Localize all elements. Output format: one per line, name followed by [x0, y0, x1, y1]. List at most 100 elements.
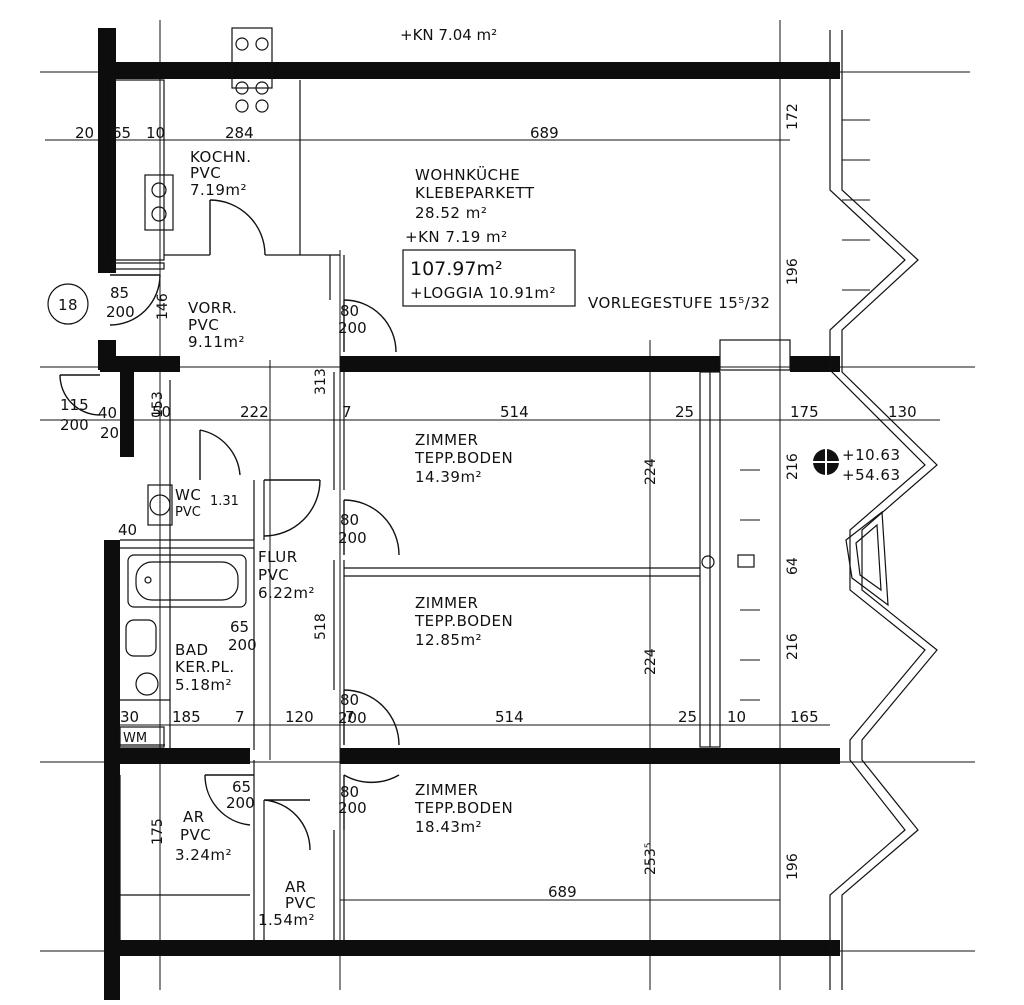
dim-vertical: 313: [313, 368, 329, 395]
bathtub: [127, 554, 247, 608]
dim-vertical: 216: [785, 633, 801, 660]
dim-label: 130: [888, 403, 917, 421]
dim-label: 514: [500, 403, 529, 421]
stove-icon: [231, 27, 273, 89]
level-2: +54.63: [842, 466, 901, 484]
dim-label: 120: [285, 708, 314, 726]
wall-low-2: [340, 748, 840, 764]
wc-name: WC: [175, 486, 201, 504]
zimmer3-floor: TEPP.BODEN: [414, 799, 513, 817]
dim-label: 200: [60, 416, 89, 434]
summary-box: [402, 249, 576, 307]
top-label: +KN 7.04 m²: [400, 26, 497, 44]
zimmer2-floor: TEPP.BODEN: [414, 612, 513, 630]
bad-floor: KER.PL.: [175, 658, 235, 676]
wall-left-lower: [104, 540, 120, 1000]
zimmer2-area: 12.85m²: [415, 631, 482, 649]
unit-number: 18: [58, 296, 78, 314]
dim-label: 20: [100, 424, 119, 442]
ar1-area: 3.24m²: [175, 846, 232, 864]
wall-top: [100, 62, 840, 79]
wohnkueche-area: 28.52 m²: [415, 204, 487, 222]
dim-label: 65: [230, 618, 249, 636]
dim-label: 689: [548, 883, 577, 901]
ar1-floor: PVC: [180, 826, 211, 844]
wm-label: WM: [123, 731, 147, 746]
dim-label: 80: [340, 511, 359, 529]
zimmer2-name: ZIMMER: [415, 594, 478, 612]
vorlegestufe-note: VORLEGESTUFE 15⁵/32: [588, 294, 770, 312]
dim-label: 7: [235, 708, 245, 726]
wall-mid-2: [340, 356, 720, 372]
door-ar1: [204, 774, 254, 826]
dim-label: 115: [60, 396, 89, 414]
dimension-labels: 20 65 10 284 689 50 222 7 514 25 175 130…: [60, 124, 917, 901]
dim-label: 200: [338, 709, 367, 727]
wohnkueche-name: WOHNKÜCHE: [415, 165, 520, 184]
dim-label: 200: [228, 636, 257, 654]
dim-vertical: 518: [313, 613, 329, 640]
dim-label: 65: [112, 124, 131, 142]
door-entry: [109, 274, 161, 326]
fixtures: [47, 27, 839, 748]
wohnkueche-extra: +KN 7.19 m²: [405, 228, 508, 246]
wall-mid-1: [100, 356, 180, 372]
unit-number-circle: [47, 283, 89, 325]
dim-label: 80: [340, 302, 359, 320]
ar1-name: AR: [183, 808, 205, 826]
zimmer3-name: ZIMMER: [415, 781, 478, 799]
zimmer1-area: 14.39m²: [415, 468, 482, 486]
summary-total: 107.97m²: [410, 258, 503, 280]
dim-label: 200: [338, 319, 367, 337]
dim-vertical: 64: [785, 557, 801, 575]
wall-bottom: [110, 940, 840, 956]
dim-vertical: 146: [155, 293, 171, 320]
door-zimmer2: [343, 689, 400, 746]
partitions: [111, 79, 791, 940]
bad-name: BAD: [175, 641, 209, 659]
dim-label: 40: [118, 521, 137, 539]
door-wc: [199, 429, 241, 480]
ar2-name: AR: [285, 878, 307, 896]
vorraum-name: VORR.: [188, 299, 237, 317]
wc-area: 1.31: [210, 494, 239, 509]
dim-label: 200: [338, 799, 367, 817]
flur-name: FLUR: [258, 548, 298, 566]
kochnische-area: 7.19m²: [190, 181, 247, 199]
dim-label: 175: [790, 403, 819, 421]
door-zimmer1: [343, 499, 400, 556]
level-1: +10.63: [842, 446, 901, 464]
zimmer1-floor: TEPP.BODEN: [414, 449, 513, 467]
dim-label: 10: [146, 124, 165, 142]
door-vorraum: [263, 479, 321, 537]
toilet-icon: [135, 672, 159, 696]
dim-label: 25: [675, 403, 694, 421]
wohnkueche-floor: KLEBEPARKETT: [415, 184, 535, 202]
ar2-floor: PVC: [285, 894, 316, 912]
dim-vertical: 216: [785, 453, 801, 480]
dim-label: 65: [232, 778, 251, 796]
dim-label: 80: [340, 783, 359, 801]
door-zimmer3: [343, 774, 400, 830]
walls: [98, 28, 840, 1000]
dim-label: 85: [110, 284, 129, 302]
room-labels: +KN 7.04 m² KOCHN. PVC 7.19m² WOHNKÜCHE …: [58, 26, 901, 929]
dim-label: 200: [338, 529, 367, 547]
loggia-outline: [740, 30, 938, 990]
dim-vertical: 175: [150, 818, 166, 845]
zimmer1-name: ZIMMER: [415, 431, 478, 449]
wall-low-1: [110, 748, 250, 764]
dim-label: 514: [495, 708, 524, 726]
dim-label: 40: [98, 404, 117, 422]
dim-vertical: 196: [785, 853, 801, 880]
dim-label: 7: [345, 708, 355, 726]
zimmer3-area: 18.43m²: [415, 818, 482, 836]
vertical-dimension-labels: 172 196 224 224 313 518 216 64 216 253⁵ …: [150, 103, 801, 880]
vorraum-area: 9.11m²: [188, 333, 245, 351]
sink-icon: [125, 619, 157, 657]
dim-label: 200: [226, 794, 255, 812]
dim-label: 30: [120, 708, 139, 726]
summary-loggia: +LOGGIA 10.91m²: [410, 284, 556, 302]
dim-label: 222: [240, 403, 269, 421]
dim-label: 7: [342, 403, 352, 421]
